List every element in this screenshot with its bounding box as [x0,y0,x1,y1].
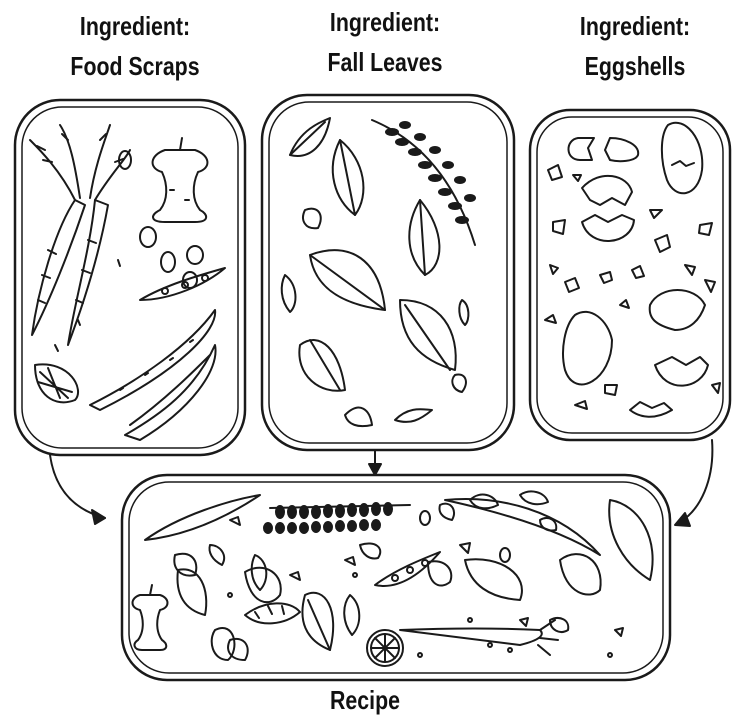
pea-pod-icon [140,268,225,300]
lemon-slice-icon [35,364,78,402]
scrap-bits [228,573,612,657]
food-scraps-illustrations [30,125,225,440]
melon-rind-icon [245,603,300,623]
recipe-mixture-illustrations [133,491,653,666]
fern-icon [372,120,475,245]
leaf-icon [282,118,469,426]
pea-pod-icon [375,552,440,586]
fall-leaves-illustrations [282,118,475,426]
leaf-icon [360,543,380,558]
carrot-icon [30,125,130,345]
lemon-slice-icon [367,630,403,666]
arrow-fall-leaves-to-recipe [369,450,381,475]
arrow-food-scraps-to-recipe [50,455,105,524]
fern-icon [264,503,410,533]
fall-leaves-container [262,95,514,450]
scrap-bits [55,260,120,351]
eggshell-icon [212,517,623,660]
apple-core-icon [133,585,168,650]
eggshells-illustrations [545,123,720,417]
apple-core-icon [153,138,208,222]
eggshell-shards [545,165,720,409]
melon-rind-icon [90,310,215,410]
arrow-eggshells-to-recipe [675,440,712,526]
eggshell-icon [563,123,708,417]
